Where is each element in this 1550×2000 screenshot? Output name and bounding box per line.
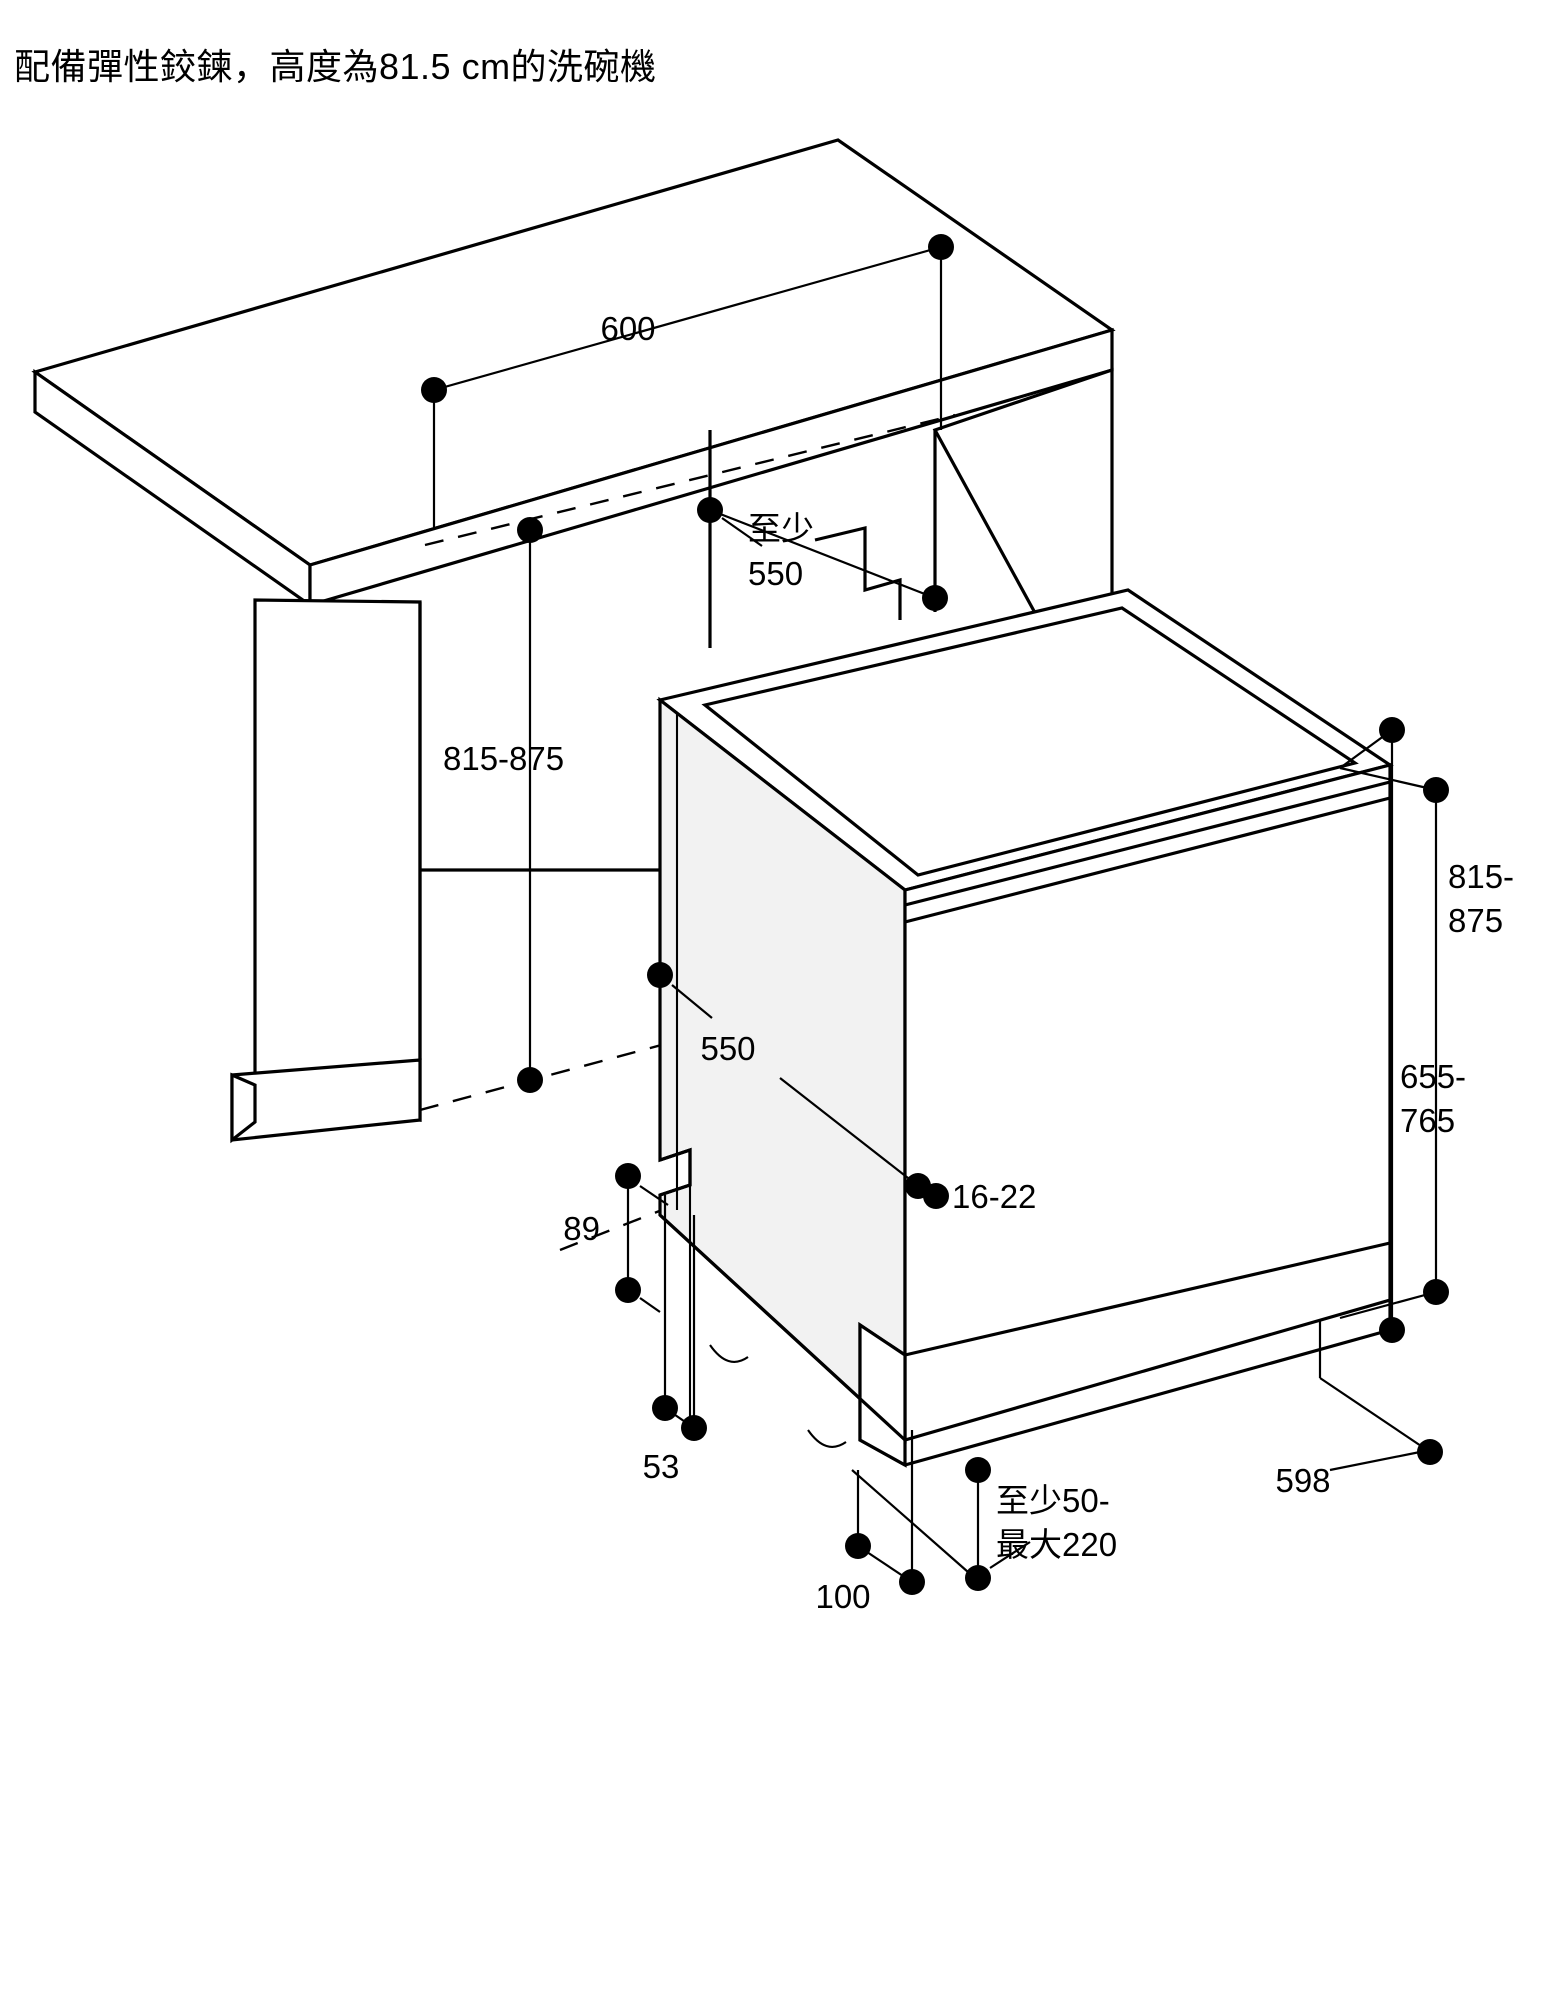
dimension-53: 53 xyxy=(643,1195,707,1485)
dim-598-line xyxy=(1319,1377,1431,1453)
appliance-bottom-front-edge xyxy=(904,1328,1391,1467)
dim-815875l-label: 815-875 xyxy=(443,740,564,777)
dimension-at-least-550: 至少 550 xyxy=(697,497,948,611)
construction-dash-lower xyxy=(419,1038,681,1112)
dimension-89: 89 xyxy=(563,1163,669,1313)
dim-550min-dot-right xyxy=(922,585,948,611)
dim-655765-leader-top xyxy=(1339,729,1393,769)
appliance-front-top-band xyxy=(904,780,1391,907)
dim-598-dot xyxy=(1417,1439,1443,1465)
dishwasher-appliance xyxy=(656,588,1394,1468)
dimension-service-zone: 至少50- 最大220 xyxy=(851,1457,1117,1591)
dim-815875l-dot-top xyxy=(517,517,543,543)
cabinet-left-side-panel xyxy=(253,598,422,1122)
hinge-step-detail xyxy=(814,525,902,620)
construction-dash-diagonal xyxy=(559,1193,701,1252)
dim-550min-dot-left xyxy=(697,497,723,523)
dim-service-leader-bottom xyxy=(989,1541,1031,1569)
cabinet-left-plinth xyxy=(230,1058,422,1142)
dimension-598: 598 xyxy=(1275,1320,1443,1499)
dim-815875r-label-line2: 875 xyxy=(1448,902,1503,939)
cabinet-left-plinth-side xyxy=(230,1072,257,1144)
dim-89-label: 89 xyxy=(563,1210,600,1247)
page-title: 配備彈性鉸鍊，高度為81.5 cm的洗碗機 xyxy=(14,46,657,87)
dim-550depth-leader-left xyxy=(671,984,713,1019)
dim-815875r-leader-top xyxy=(1339,766,1437,792)
dim-100-label: 100 xyxy=(815,1578,870,1615)
dim-550min-line xyxy=(709,508,936,600)
appliance-foot-right xyxy=(807,1429,847,1448)
dim-53-label: 53 xyxy=(643,1448,680,1485)
dim-1622-label: 16-22 xyxy=(952,1178,1036,1215)
dim-service-dot-bottom xyxy=(965,1565,991,1591)
dim-1622-dot xyxy=(923,1183,949,1209)
dim-89-leader-top xyxy=(639,1185,669,1206)
dim-815875r-leader-bottom xyxy=(1339,1290,1437,1320)
dim-89-dot-top xyxy=(615,1163,641,1189)
dim-service-label-line1: 至少50- xyxy=(996,1482,1110,1519)
dim-550depth-leader-right xyxy=(779,1077,909,1179)
dim-655765-dot-bottom xyxy=(1379,1317,1405,1343)
appliance-top-inner-face xyxy=(701,606,1359,877)
dim-655765-label-line2: 765 xyxy=(1400,1102,1455,1139)
dim-service-dot-top xyxy=(965,1457,991,1483)
dimension-815-875-left: 815-875 xyxy=(443,517,564,1093)
dimension-100: 100 xyxy=(815,1430,925,1615)
dim-598-leader xyxy=(1329,1450,1421,1472)
dim-655765-label-line1: 655- xyxy=(1400,1058,1466,1095)
dimension-655-765: 655- 765 xyxy=(1339,717,1466,1343)
dim-550min-leader xyxy=(721,517,763,547)
dim-550min-label-line2: 550 xyxy=(748,555,803,592)
appliance-front-plinth-line xyxy=(904,1241,1391,1357)
dim-598-label: 598 xyxy=(1275,1462,1330,1499)
dimension-16-22: 16-22 xyxy=(923,1178,1036,1215)
dim-89-leader-bottom xyxy=(639,1297,661,1313)
dim-service-ext-diagonal xyxy=(851,1469,969,1573)
dimension-550-depth: 550 xyxy=(647,962,931,1199)
construction-dash-upper xyxy=(424,413,956,547)
appliance-foot-left xyxy=(709,1344,749,1363)
dimension-815-875-right: 815- 875 xyxy=(1339,766,1514,1320)
dim-550depth-dot-left xyxy=(647,962,673,988)
dim-service-label-line2: 最大220 xyxy=(996,1526,1117,1563)
dim-815875l-dot-bottom xyxy=(517,1067,543,1093)
dim-600-label: 600 xyxy=(600,310,655,347)
dim-89-dot-bottom xyxy=(615,1277,641,1303)
dim-550depth-label: 550 xyxy=(700,1030,755,1067)
dimension-600: 600 xyxy=(421,234,954,530)
appliance-bottom-left-edge xyxy=(658,1213,907,1442)
appliance-front-top-band-2 xyxy=(904,796,1391,924)
appliance-plinth-notch xyxy=(659,1147,692,1197)
dim-815875r-label-line1: 815- xyxy=(1448,858,1514,895)
dim-600-line xyxy=(433,245,942,392)
dim-550min-label-line1: 至少 xyxy=(748,510,814,547)
